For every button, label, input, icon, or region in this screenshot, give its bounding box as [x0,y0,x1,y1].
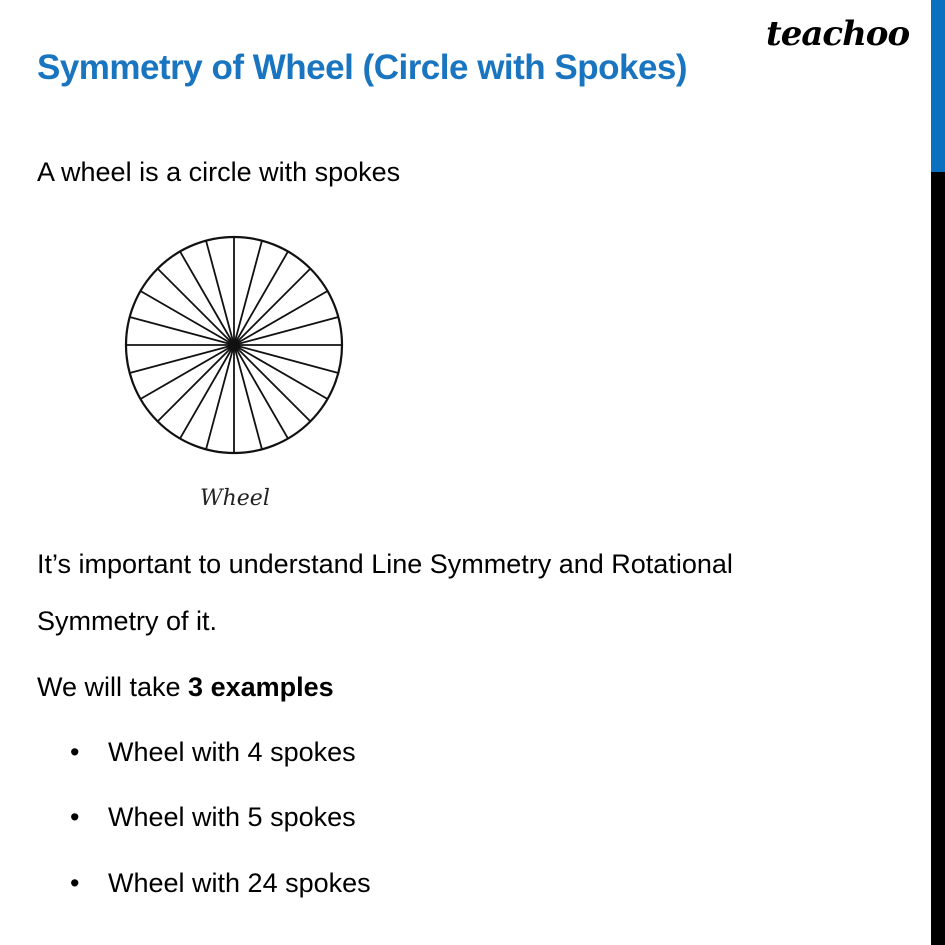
bullet-text: Wheel with 5 spokes [108,802,356,832]
bullet-icon: • [70,737,80,767]
side-accent-bar-black [931,172,945,945]
body-line-2: Symmetry of it. [37,606,218,636]
side-accent-bar-blue [931,0,945,172]
bullet-item: • Wheel with 24 spokes [70,868,371,899]
bullet-text: Wheel with 24 spokes [108,868,371,898]
slide-title: Symmetry of Wheel (Circle with Spokes) [37,48,688,87]
line3-prefix: We will take [37,672,189,702]
bullet-icon: • [70,868,80,898]
bullet-text: Wheel with 4 spokes [108,737,356,767]
body-line-3: We will take 3 examples [37,672,334,703]
intro-text: A wheel is a circle with spokes [37,157,401,187]
wheel-caption: Wheel [200,486,270,511]
wheel-figure [124,235,344,455]
teachoo-logo: teachoo [766,14,910,54]
bullet-icon: • [70,802,80,832]
bullet-item: • Wheel with 4 spokes [70,737,356,768]
body-line-1: It’s important to understand Line Symmet… [37,549,733,579]
line3-bold: 3 examples [188,672,334,702]
bullet-item: • Wheel with 5 spokes [70,802,356,833]
